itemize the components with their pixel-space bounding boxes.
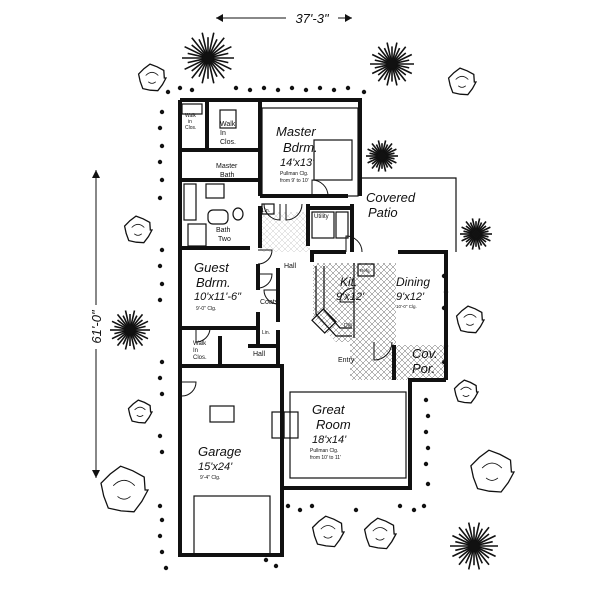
shrub-border: [157, 85, 449, 571]
covered-porch-label-2: Por.: [412, 361, 435, 376]
utility-label: Utility: [314, 214, 329, 220]
garage-note: 9'-4" Clg.: [200, 475, 220, 481]
covered-patio-label: Covered: [366, 190, 416, 205]
coats-label: Coats: [260, 299, 279, 306]
round-tree-icon: [363, 517, 398, 550]
guest-bdrm-size: 10'x11'-6": [194, 291, 242, 303]
master-bdrm-label-2: Bdrm.: [283, 140, 318, 155]
master-bdrm-note: Pullman Clg.: [280, 171, 308, 177]
walk-in-small-label: Walk: [185, 113, 196, 119]
bath-two-label: Bath: [216, 227, 231, 234]
kitchen-size: 9'x12': [336, 291, 365, 303]
great-room-note: Pullman Clg.: [310, 448, 338, 454]
master-bath-label: Master: [216, 163, 238, 170]
spiky-shrub-icon: [366, 140, 398, 172]
walk-in-small-label-3: Clos.: [185, 125, 196, 131]
round-tree-icon: [137, 63, 168, 92]
covered-patio-label-2: Patio: [368, 205, 398, 220]
dining-label: Dining: [396, 275, 430, 289]
spiky-shrub-icon: [370, 42, 414, 86]
garage-size: 15'x24': [198, 461, 233, 473]
entry-label: Entry: [338, 357, 355, 364]
dishwasher-label: DW: [344, 323, 353, 329]
covered-porch-label: Cov.: [412, 346, 438, 361]
great-room-label: Great: [312, 402, 346, 417]
guest-walk-in-label: Walk: [193, 341, 207, 347]
round-tree-icon: [455, 305, 486, 334]
hall-label-2: Hall: [253, 351, 266, 358]
guest-walk-in-label-3: Clos.: [193, 355, 207, 361]
round-tree-icon: [453, 379, 480, 404]
kitchen-label: Kit.: [340, 275, 357, 289]
garage-label: Garage: [198, 444, 241, 459]
master-bdrm-label: Master: [276, 124, 316, 139]
bath-two-label-2: Two: [218, 236, 231, 243]
guest-bdrm-note: 9'-0" Clg.: [196, 306, 216, 312]
depth-label: 61'-0": [89, 309, 104, 344]
master-bdrm-size: 14'x13': [280, 157, 315, 169]
linen-label: Lin.: [262, 208, 270, 214]
walk-in-small-label-2: in: [188, 119, 192, 125]
spiky-shrub-icon: [450, 522, 498, 570]
great-room-label-2: Room: [316, 417, 351, 432]
guest-bdrm-label: Guest: [194, 260, 230, 275]
spiky-shrub-icon: [460, 218, 492, 250]
guest-walk-in-label-2: In: [193, 348, 198, 354]
round-tree-icon: [311, 515, 346, 548]
round-tree-icon: [127, 399, 154, 424]
depth-dimension: 61'-0": [88, 170, 104, 478]
great-room-size: 18'x14': [312, 434, 347, 446]
spiky-shrub-icon: [182, 32, 234, 84]
round-tree-icon: [123, 215, 154, 244]
width-dimension: 37'-3": [216, 10, 352, 26]
great-room-note-2: from 10' to 11': [310, 455, 341, 461]
spiky-shrub-icon: [110, 310, 150, 350]
width-label: 37'-3": [295, 11, 330, 26]
walk-in-closet-label: Walk: [220, 121, 236, 128]
guest-bdrm-label-2: Bdrm.: [196, 275, 231, 290]
door-swings: [181, 179, 393, 397]
round-tree-icon: [470, 449, 516, 493]
dining-size: 9'x12': [396, 291, 425, 303]
linen-label-2: Lin.: [262, 330, 270, 336]
master-bdrm-note-2: from 9' to 10': [280, 178, 309, 184]
walk-in-closet-label-3: Clos.: [220, 139, 236, 146]
hall-label: Hall: [284, 263, 297, 270]
refrigerator-label: Refg.: [360, 268, 371, 273]
dining-note: 10'-0" Clg.: [396, 304, 417, 309]
round-tree-icon: [447, 67, 478, 96]
master-bath-label-2: Bath: [220, 172, 235, 179]
room-labels: Master Bdrm. 14'x13' Pullman Clg. from 9…: [185, 113, 438, 481]
landscape-trees: [100, 32, 516, 570]
walk-in-closet-label-2: In: [220, 130, 226, 137]
round-tree-icon: [100, 465, 150, 513]
tile-floors: [260, 212, 446, 380]
